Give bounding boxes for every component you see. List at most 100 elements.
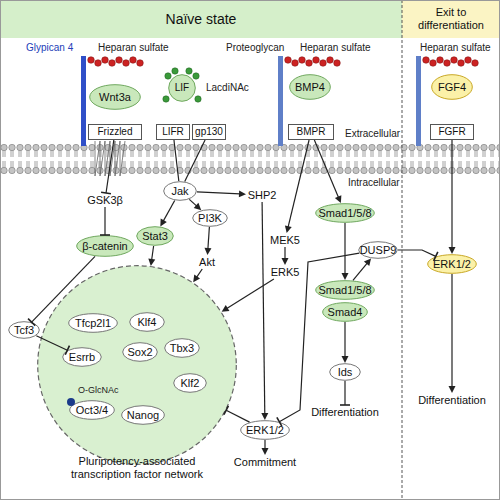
protein-ellipse: Wnt3a xyxy=(89,84,141,110)
protein-ellipse: Sox2 xyxy=(122,342,158,362)
text-node: GSK3β xyxy=(85,193,125,207)
annotation-label: O-GlcNAc xyxy=(78,386,119,396)
header-text: Exit to differentiation xyxy=(402,6,500,31)
protein-ellipse: Tfcp2l1 xyxy=(68,313,118,333)
node-outline-shape xyxy=(428,255,477,274)
node-outline-shape xyxy=(323,303,368,322)
connector xyxy=(342,322,349,363)
node-outline-shape xyxy=(122,406,165,425)
connector-line xyxy=(288,140,309,227)
text-node: MEK5 xyxy=(269,233,301,247)
protein-ellipse: Smad1/5/8 xyxy=(315,280,375,300)
connector-line xyxy=(189,199,196,206)
arrow-head xyxy=(285,225,292,233)
node-outline-shape xyxy=(432,75,473,100)
header-text: Naïve state xyxy=(166,11,237,27)
arrow-head xyxy=(282,258,289,265)
connector xyxy=(314,140,341,203)
node-label: Ids xyxy=(338,366,353,379)
protein-ellipse: Stat3 xyxy=(136,226,174,246)
connector xyxy=(160,201,174,227)
protein-ellipse: FGF4 xyxy=(431,74,473,100)
node-outline-shape xyxy=(90,85,141,110)
node-label: Klf2 xyxy=(181,377,200,390)
connector xyxy=(193,269,202,282)
connector xyxy=(353,258,371,280)
node-outline-shape xyxy=(316,281,375,300)
connector xyxy=(174,140,179,181)
node-outline-shape xyxy=(316,204,375,223)
connector xyxy=(197,190,246,197)
annotation-label: Glypican 4 xyxy=(26,42,73,53)
node-label: Smad4 xyxy=(328,306,363,319)
node-label: Commitment xyxy=(234,456,296,469)
node-outline-shape xyxy=(63,348,102,367)
node-label: Sox2 xyxy=(127,346,152,359)
node-label: Oct3/4 xyxy=(76,404,108,417)
text-node: Commitment xyxy=(233,455,297,469)
node-label: SHP2 xyxy=(248,189,277,202)
connector-line xyxy=(227,279,274,309)
arrow-head xyxy=(261,413,268,420)
connector xyxy=(340,381,350,405)
arrow-head xyxy=(239,190,246,197)
heparan-sulfate-chain xyxy=(285,57,341,67)
receptor-box: BMPR xyxy=(288,124,334,140)
protein-ellipse: Tbx3 xyxy=(164,338,200,358)
connector-line xyxy=(344,381,345,405)
node-label: Wnt3a xyxy=(99,91,131,104)
node-outline-shape xyxy=(77,236,134,257)
arrow-head xyxy=(364,258,371,266)
node-label: Tbx3 xyxy=(170,342,194,355)
protein-ellipse: Klf4 xyxy=(129,312,165,332)
node-label: Akt xyxy=(199,256,215,269)
node-label: ERK1/2 xyxy=(433,258,471,271)
node-label: β-catenin xyxy=(82,240,127,253)
arrow-head xyxy=(160,219,166,227)
node-label: Smad1/5/8 xyxy=(318,284,371,297)
node-outline-shape xyxy=(164,182,197,201)
node-label: FGFR xyxy=(438,126,465,138)
lipid-bilayer xyxy=(0,144,500,174)
node-outline-shape xyxy=(193,210,228,227)
protein-ellipse: Oct3/4 xyxy=(69,400,115,420)
connector-line xyxy=(208,227,210,249)
panel-separator xyxy=(402,0,403,500)
node-label: LIF xyxy=(175,82,189,94)
arrow-head xyxy=(342,356,349,363)
annotation-label: Heparan sulfate xyxy=(420,42,491,53)
text-node: Differentiation xyxy=(412,393,492,407)
protein-ellipse: Esrrb xyxy=(62,347,102,367)
node-label: gp130 xyxy=(195,126,223,138)
annotation-label: Proteoglycan xyxy=(226,42,284,53)
connector-line xyxy=(226,410,249,422)
node-label: Esrrb xyxy=(69,351,95,364)
node-label: ERK1/2 xyxy=(246,424,284,437)
inhibition-bar xyxy=(101,192,111,193)
proteoglycan-bar xyxy=(416,56,421,146)
protein-ellipse: ERK1/2 xyxy=(240,420,290,440)
connector-line xyxy=(353,263,367,280)
node-outline-shape xyxy=(69,314,118,333)
node-label: Differentiation xyxy=(311,406,379,419)
receptor-box: Frizzled xyxy=(88,124,142,140)
protein-ellipse: Ids xyxy=(329,363,361,381)
node-label: LIFR xyxy=(162,126,184,138)
connector-line xyxy=(451,140,452,248)
lacdinac-sugars xyxy=(163,68,201,102)
node-label: Stat3 xyxy=(142,230,168,243)
node-label: Tcf3 xyxy=(14,324,34,337)
protein-ellipse: ERK1/2 xyxy=(427,254,477,274)
node-outline xyxy=(37,265,237,465)
connector xyxy=(185,140,205,181)
protein-ellipse: PI3K xyxy=(192,209,228,227)
node-label: FGF4 xyxy=(438,81,466,94)
node-outline-shape xyxy=(130,313,165,332)
node-outline-shape xyxy=(38,266,237,465)
connector xyxy=(282,247,289,265)
node-outline-shape xyxy=(9,322,40,339)
text-node: Akt xyxy=(194,255,220,269)
arrow-head xyxy=(194,203,202,210)
connector-line xyxy=(106,140,114,193)
